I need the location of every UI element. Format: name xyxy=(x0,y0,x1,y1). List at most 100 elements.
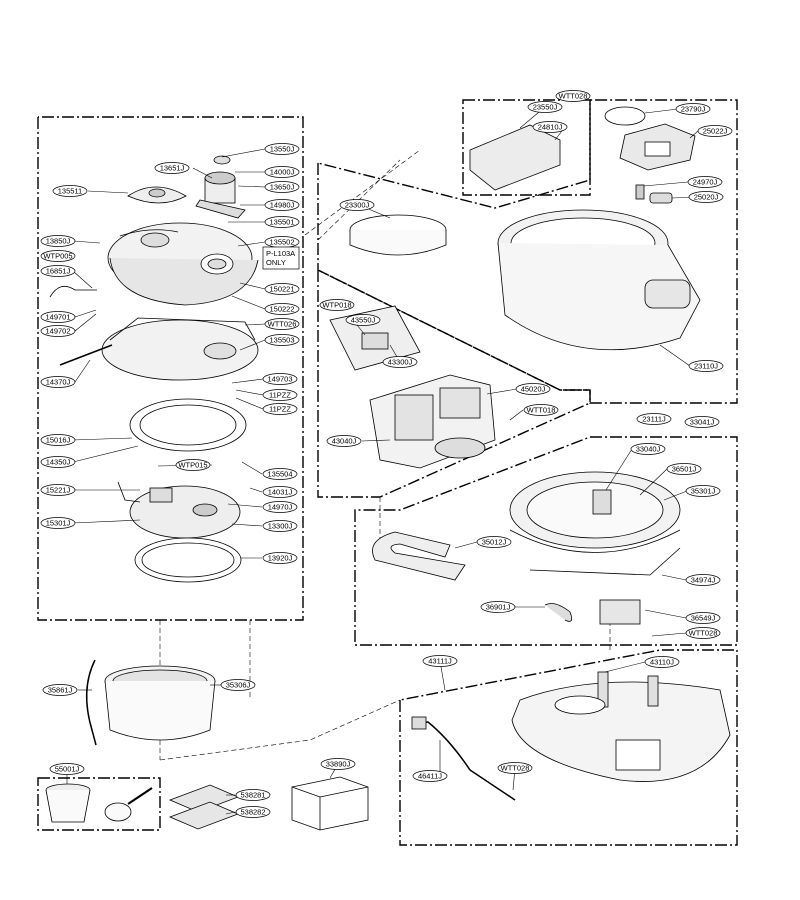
callout-oval xyxy=(262,552,298,564)
power-cord-short xyxy=(85,659,97,746)
part-number-label: 13550J xyxy=(270,145,295,154)
measuring-cup xyxy=(45,783,91,823)
callout-oval xyxy=(264,166,300,178)
lower-gasket xyxy=(134,537,242,583)
callout-23110J: 23110J xyxy=(688,360,724,372)
callout-oval xyxy=(422,655,458,667)
callout-33040J: 33040J xyxy=(630,443,666,455)
part-number-label: 149702 xyxy=(45,327,70,336)
callout-oval xyxy=(480,601,516,613)
packing-box xyxy=(291,776,369,831)
part-number-label: WTP018 xyxy=(322,301,351,310)
part-number-label: 33890J xyxy=(326,760,351,769)
callout-oval xyxy=(644,656,680,668)
lid-group-border xyxy=(37,116,304,621)
callout-23550J: 23550J xyxy=(527,101,563,113)
callout-34974J: 34974J xyxy=(685,574,721,586)
callout-43111J: 43111J xyxy=(422,655,458,667)
part-number-label: 33040J xyxy=(636,445,661,454)
pressure-valve xyxy=(195,155,246,219)
part-number-label: 538281 xyxy=(240,791,265,800)
part-number-label: WTT018 xyxy=(527,406,556,415)
callout-oval xyxy=(688,360,724,372)
part-number-label: WTP005 xyxy=(43,252,72,261)
callout-oval xyxy=(345,314,381,326)
callout-45020J: 45020J xyxy=(515,383,551,395)
callout-149703: 149703 xyxy=(262,373,298,385)
part-number-label: WTT028 xyxy=(559,92,588,101)
base-assembly xyxy=(511,671,731,782)
part-number-label: 35012J xyxy=(482,538,507,547)
body-housing xyxy=(497,209,701,351)
callout-35306J: 35306J xyxy=(220,679,256,691)
callout-135503: 135503 xyxy=(264,334,300,346)
callout-35301J: 35301J xyxy=(685,485,721,497)
callout-WTT028-bot: WTT028 xyxy=(497,762,533,774)
callout-36901J: 36901J xyxy=(480,601,516,613)
manuals xyxy=(168,784,240,830)
callout-oval xyxy=(264,143,300,155)
callout-14370J: 14370J xyxy=(40,376,76,388)
callout-oval xyxy=(220,679,256,691)
part-number-label: 25022J xyxy=(703,127,728,136)
lever xyxy=(544,603,573,622)
part-number-label: 13650J xyxy=(270,183,295,192)
part-number-label: 34974J xyxy=(691,576,716,585)
callout-11PZZ2: 11PZZ xyxy=(262,403,298,415)
top-cover-group-border xyxy=(462,99,591,196)
part-number-label: 35301J xyxy=(691,487,716,496)
callout-WTP005: WTP005 xyxy=(40,250,76,262)
callout-oval xyxy=(476,536,512,548)
part-number-label: 135501 xyxy=(269,218,294,227)
callout-oval xyxy=(666,463,702,475)
callout-WTT026: WTT026 xyxy=(264,318,300,330)
callout-13650J: 13650J xyxy=(264,181,300,193)
display-switch xyxy=(649,192,673,204)
accessory-group-border xyxy=(37,777,161,831)
callout-WTP018: WTP018 xyxy=(319,299,355,311)
callout-13651J: 13651J xyxy=(154,162,190,174)
callout-23111J: 23111J xyxy=(636,413,672,425)
callout-oval xyxy=(262,403,298,415)
callout-WTP015: WTP015 xyxy=(175,459,211,471)
callout-oval xyxy=(40,311,76,323)
display-panel xyxy=(619,123,696,171)
part-number-label: 23300J xyxy=(345,201,370,210)
callout-oval xyxy=(262,520,298,532)
callout-oval xyxy=(687,176,723,188)
callout-11PZZ1: 11PZZ xyxy=(262,389,298,401)
part-number-label: 16851J xyxy=(46,267,71,276)
part-number-label: 15301J xyxy=(46,519,71,528)
part-number-label: 13850J xyxy=(46,237,71,246)
callout-WTT018: WTT018 xyxy=(523,404,559,416)
callout-oval xyxy=(40,517,76,529)
part-number-label: 11PZZ xyxy=(269,391,291,400)
heater-clip xyxy=(372,531,466,581)
callout-oval xyxy=(675,103,711,115)
callout-oval xyxy=(685,612,721,624)
display-knob xyxy=(635,184,645,200)
callout-15301J: 15301J xyxy=(40,517,76,529)
part-number-label: 45020J xyxy=(521,385,546,394)
part-number-label: 43300J xyxy=(388,358,413,367)
callout-oval xyxy=(262,373,298,385)
part-number-label: 149701 xyxy=(45,313,70,322)
callout-149701: 149701 xyxy=(40,311,76,323)
callout-538282: 538282 xyxy=(235,806,271,818)
part-number-label: 135502 xyxy=(269,238,294,247)
callout-oval xyxy=(40,484,76,496)
part-number-label: 149703 xyxy=(267,375,292,384)
callout-14031J: 14031J xyxy=(262,486,298,498)
callout-oval xyxy=(175,459,211,471)
callout-33890J: 33890J xyxy=(320,758,356,770)
part-number-label: 35306J xyxy=(226,681,251,690)
part-number-label: 33041J xyxy=(690,418,715,427)
callout-oval xyxy=(40,376,76,388)
part-number-label: 35861J xyxy=(48,686,73,695)
callout-oval xyxy=(319,299,355,311)
callout-14350J: 14350J xyxy=(40,456,76,468)
callout-oval xyxy=(264,199,300,211)
callout-43550J: 43550J xyxy=(345,314,381,326)
callout-oval xyxy=(262,389,298,401)
part-number-label: 150222 xyxy=(269,305,294,314)
